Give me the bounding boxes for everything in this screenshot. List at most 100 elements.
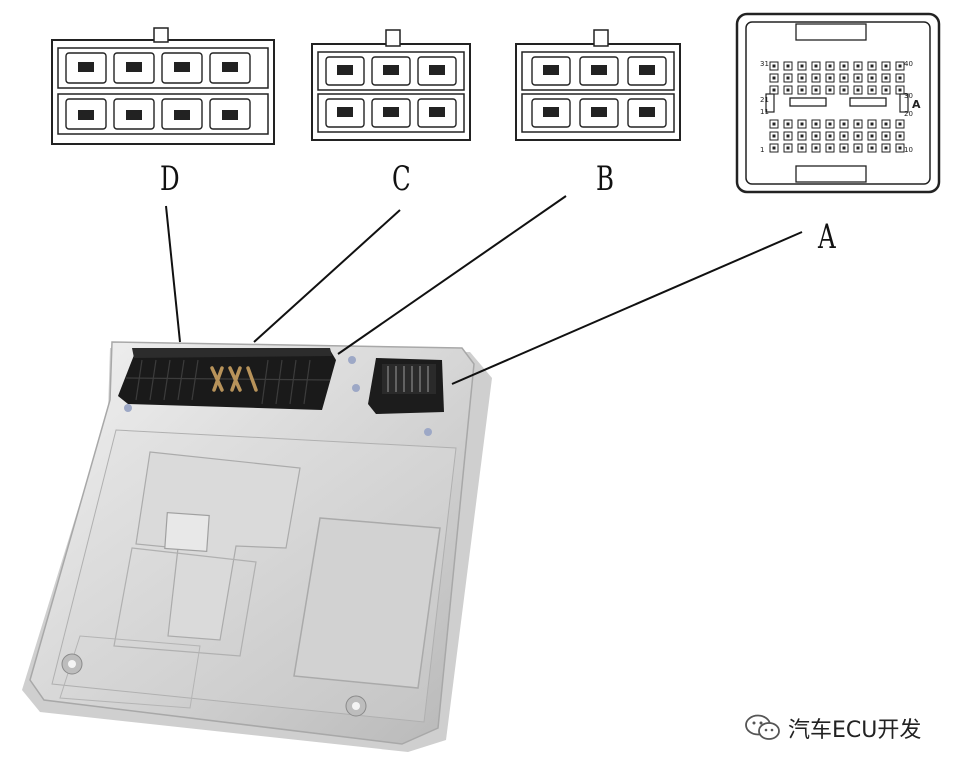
connector-a-pin-dot xyxy=(772,88,776,92)
connector-a-pin-cell xyxy=(867,73,877,83)
pin-number-20: 20 xyxy=(904,110,913,118)
connector-a-pin-cell xyxy=(839,73,849,83)
connector-d-face xyxy=(51,27,275,145)
connector-b-face xyxy=(515,29,681,141)
connector-a-pin-cell xyxy=(825,85,835,95)
connector-a-pin-dot xyxy=(814,88,818,92)
connector-a-pin-dot xyxy=(814,122,818,126)
connector-a-pin-dot xyxy=(884,76,888,80)
connector-a-pin-cell xyxy=(839,85,849,95)
connector-a-pin-dot xyxy=(884,88,888,92)
connector-a-pin-dot xyxy=(786,122,790,126)
connector-a-pin-dot xyxy=(884,134,888,138)
connector-a-pin-dot xyxy=(870,122,874,126)
leader-lines xyxy=(165,195,803,385)
connector-a-pin-dot xyxy=(814,76,818,80)
connector-a-pin-cell xyxy=(797,119,807,129)
ecu-connector-bank xyxy=(118,348,336,410)
connector-a-pin-dot xyxy=(828,64,832,68)
connector-a-pin-dot xyxy=(842,64,846,68)
connector-a-pin-cell xyxy=(783,73,793,83)
connector-a-pin-dot xyxy=(828,76,832,80)
connector-a-pin-dot xyxy=(800,76,804,80)
connector-a-pin-dot xyxy=(898,146,902,150)
connector-a-pin-cell xyxy=(881,131,891,141)
connector-a-pin-cell xyxy=(895,73,905,83)
connector-a-pin-dot xyxy=(870,76,874,80)
connector-a-pin-dot xyxy=(856,76,860,80)
watermark-text: 汽车ECU开发 xyxy=(788,718,922,743)
connector-a-pin-dot xyxy=(800,64,804,68)
pin-number-31: 31 xyxy=(760,60,769,68)
connector-a-pin-cell xyxy=(811,119,821,129)
connector-a-pin-cell xyxy=(797,143,807,153)
connector-a-pin-cell xyxy=(867,85,877,95)
leader-line-c xyxy=(253,209,401,343)
leader-line-a xyxy=(451,231,803,385)
pin-number-11: 11 xyxy=(760,108,769,116)
connector-a-pin-cell xyxy=(783,61,793,71)
connector-a-pin-cell xyxy=(881,73,891,83)
connector-a-pin-dot xyxy=(828,122,832,126)
watermark: 汽车ECU开发 xyxy=(744,712,921,744)
connector-a-side-letter: A xyxy=(912,98,921,111)
connector-a-pin-dot xyxy=(828,88,832,92)
connector-a-pin-cell xyxy=(853,143,863,153)
connector-a-pin-dot xyxy=(772,134,776,138)
connector-a-pin-cell xyxy=(881,119,891,129)
connector-a-pin-dot xyxy=(898,76,902,80)
connector-a-pin-dot xyxy=(772,76,776,80)
connector-a-pin-cell xyxy=(853,85,863,95)
connector-a-pin-cell xyxy=(867,61,877,71)
connector-a-pin-dot xyxy=(828,134,832,138)
connector-a-pin-cell xyxy=(881,61,891,71)
connector-a-pin-dot xyxy=(842,122,846,126)
connector-a-pin-dot xyxy=(856,146,860,150)
connector-a-pin-dot xyxy=(786,146,790,150)
connector-a-pin-dot xyxy=(898,88,902,92)
connector-a-pin-cell xyxy=(895,131,905,141)
connector-a-pin-cell xyxy=(783,85,793,95)
connector-a-pin-dot xyxy=(786,76,790,80)
connector-a-pin-dot xyxy=(786,64,790,68)
connector-a-pin-dot xyxy=(884,122,888,126)
connector-a-pin-dot xyxy=(856,122,860,126)
connector-a-pin-cell xyxy=(839,131,849,141)
connector-a-pin-cell xyxy=(825,61,835,71)
connector-a-pin-dot xyxy=(772,122,776,126)
label-c: C xyxy=(392,159,411,199)
connector-a-pin-dot xyxy=(870,134,874,138)
connector-a-pin-dot xyxy=(870,146,874,150)
connector-a-pin-cell xyxy=(811,85,821,95)
pin-number-30: 30 xyxy=(904,92,913,100)
connector-a-pin-dot xyxy=(814,134,818,138)
connector-a-pin-dot xyxy=(898,134,902,138)
connector-a-pin-cell xyxy=(853,73,863,83)
pin-number-1: 1 xyxy=(760,146,764,154)
connector-a-pin-dot xyxy=(800,146,804,150)
label-a: A xyxy=(818,217,836,257)
connector-a-pin-cell xyxy=(867,143,877,153)
connector-a-face: 31 40 21 30 20 11 1 10 A xyxy=(735,12,941,194)
connector-a-pin-dot xyxy=(884,146,888,150)
connector-a-pin-dot xyxy=(828,146,832,150)
connector-a-pin-dot xyxy=(800,88,804,92)
connector-a-pin-cell xyxy=(811,73,821,83)
connector-a-pin-dot xyxy=(800,134,804,138)
connector-a-pin-cell xyxy=(811,61,821,71)
connector-a-pin-dot xyxy=(786,134,790,138)
connector-a-pin-dot xyxy=(842,134,846,138)
connector-a-pin-cell xyxy=(881,85,891,95)
connector-a-pin-dot xyxy=(870,88,874,92)
connector-a-pin-dot xyxy=(856,64,860,68)
connector-a-pin-cell xyxy=(811,131,821,141)
label-b: B xyxy=(596,159,614,199)
connector-a-pin-cell xyxy=(839,143,849,153)
connector-a-pin-cell xyxy=(867,119,877,129)
connector-a-pin-cell xyxy=(825,143,835,153)
connector-a-pin-cell xyxy=(783,131,793,141)
connector-a-pin-cell xyxy=(881,143,891,153)
connector-a-pin-dot xyxy=(898,64,902,68)
connector-a-pin-dot xyxy=(856,134,860,138)
connector-a-pin-dot xyxy=(870,64,874,68)
